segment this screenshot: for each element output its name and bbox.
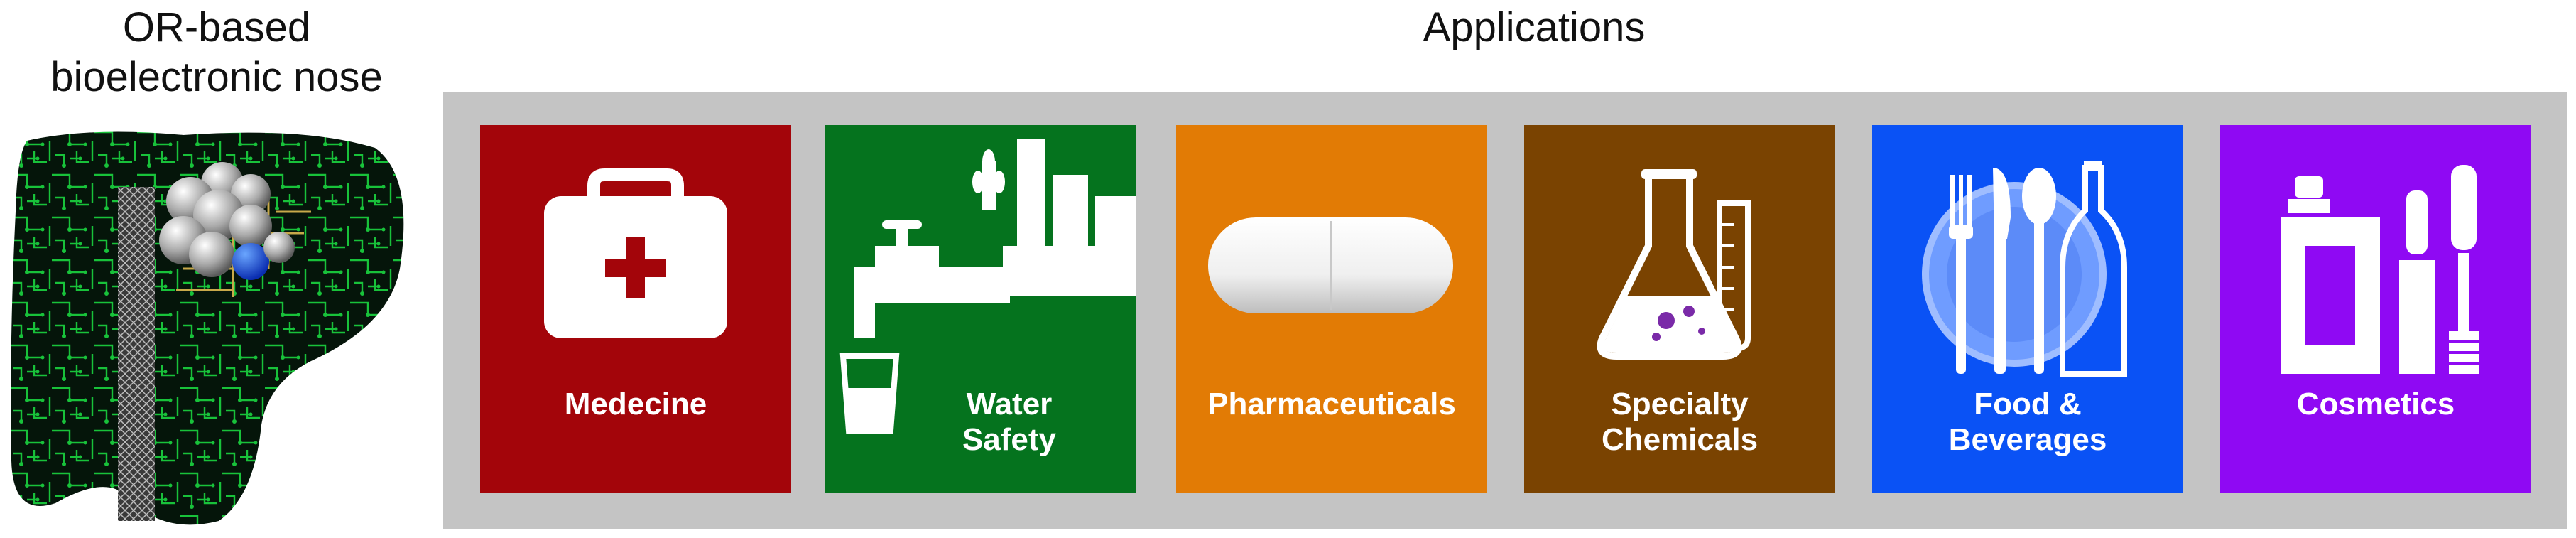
- nose-title-line-2: bioelectronic nose: [50, 54, 383, 100]
- tile-pharmaceuticals-label: Pharmaceuticals: [1176, 387, 1487, 422]
- tile-water-safety-label: Water Safety: [825, 387, 1136, 458]
- tile-food-beverages-label: Food & Beverages: [1872, 387, 2183, 458]
- tile-specialty-chemicals: Specialty Chemicals: [1524, 125, 1835, 493]
- tile-label-line: Cosmetics: [2296, 387, 2455, 421]
- tile-medicine-label: Medecine: [480, 387, 791, 422]
- nose-title-line-1: OR-based: [122, 4, 311, 50]
- bioelectronic-nose-illustration: [11, 131, 404, 525]
- water-glass-icon: [839, 353, 900, 434]
- tile-label-line: Medecine: [564, 387, 707, 421]
- applications-title: Applications: [1423, 4, 1646, 50]
- nose-board-outline: [11, 131, 404, 525]
- tile-label-line: Beverages: [1948, 422, 2107, 457]
- first-aid-kit-icon: [544, 168, 727, 338]
- nanotube-channel: [118, 187, 155, 521]
- flask-icon: [1597, 169, 1751, 360]
- tile-medicine: Medecine: [480, 125, 791, 493]
- tile-label-line: Food &: [1974, 387, 2082, 421]
- applications-panel: Medecine W: [443, 92, 2567, 529]
- tile-pharmaceuticals: Pharmaceuticals: [1176, 125, 1487, 493]
- plate-cutlery-icon: [1922, 161, 2127, 377]
- odorant-molecule: [159, 162, 295, 280]
- tile-label-line: Safety: [962, 422, 1057, 457]
- faucet-grain-icon: [839, 139, 1136, 434]
- tile-specialty-chemicals-label: Specialty Chemicals: [1524, 387, 1835, 458]
- tile-label-line: Chemicals: [1601, 422, 1759, 457]
- perfume-lipstick-icon: [2281, 165, 2479, 374]
- tile-label-line: Specialty: [1611, 387, 1749, 421]
- tile-water-safety: Water Safety: [825, 125, 1136, 493]
- tile-label-line: Water: [966, 387, 1053, 421]
- tile-food-beverages: Food & Beverages: [1872, 125, 2183, 493]
- pill-capsule-icon: [1208, 217, 1453, 313]
- tile-label-line: Pharmaceuticals: [1207, 387, 1456, 421]
- tile-cosmetics: Cosmetics: [2220, 125, 2531, 493]
- nose-title: OR-based bioelectronic nose: [0, 3, 433, 102]
- tile-cosmetics-label: Cosmetics: [2220, 387, 2531, 422]
